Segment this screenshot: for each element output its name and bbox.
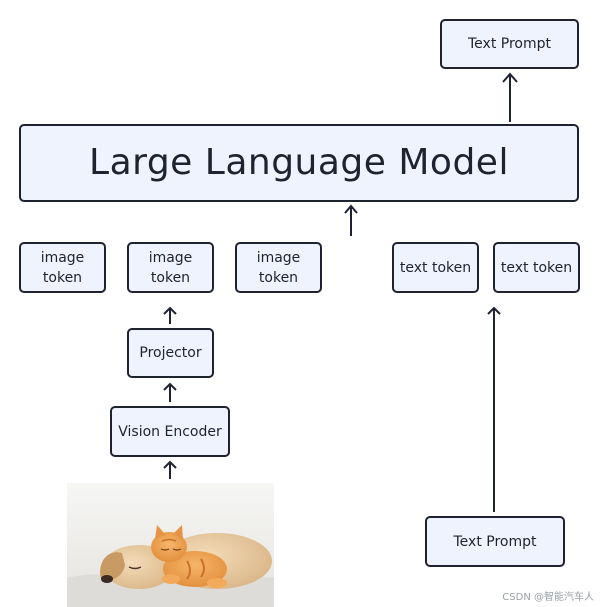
llm-label: Large Language Model: [89, 142, 509, 183]
arrow-text-prompt-to-token: [487, 306, 501, 512]
output-text-prompt-box: Text Prompt: [440, 19, 579, 69]
arrow-llm-to-output: [502, 72, 518, 122]
vision-encoder-box: Vision Encoder: [110, 406, 230, 457]
input-text-prompt-label: Text Prompt: [453, 533, 537, 550]
cat-dog-photo: [67, 483, 274, 607]
text-token-1: text token: [392, 242, 479, 293]
arrow-projector-to-token: [163, 306, 177, 324]
image-token-3: image token: [235, 242, 322, 293]
text-token-label: text token: [399, 259, 472, 276]
image-token-label: image token: [148, 249, 193, 286]
projector-label: Projector: [139, 345, 202, 361]
text-token-2: text token: [493, 242, 580, 293]
arrow-tokens-to-llm: [344, 204, 358, 236]
arrow-image-to-encoder: [163, 460, 177, 479]
watermark-text: CSDN @智能汽车人: [502, 592, 594, 603]
input-text-prompt-box: Text Prompt: [425, 516, 565, 567]
arrow-encoder-to-projector: [163, 382, 177, 402]
cat-dog-image: [67, 483, 274, 607]
vision-encoder-label: Vision Encoder: [118, 423, 222, 440]
image-token-1: image token: [19, 242, 106, 293]
output-text-prompt-label: Text Prompt: [468, 36, 551, 52]
text-token-label: text token: [500, 259, 573, 276]
projector-box: Projector: [127, 328, 214, 378]
llm-box: Large Language Model: [19, 124, 579, 202]
image-token-label: image token: [256, 249, 301, 286]
image-token-2: image token: [127, 242, 214, 293]
image-token-label: image token: [40, 249, 85, 286]
